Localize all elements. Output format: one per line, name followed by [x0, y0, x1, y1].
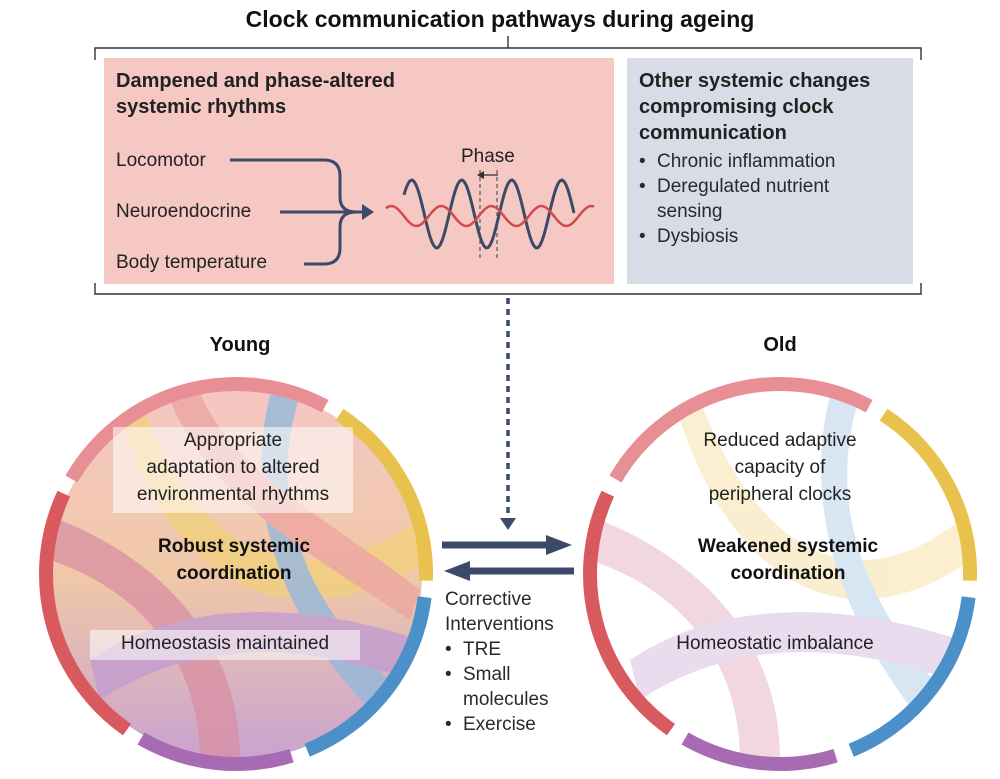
systemic-rhythms-panel: Dampened and phase-altered systemic rhyt…: [104, 58, 614, 284]
young-center-text: Robust systemic coordination: [157, 536, 311, 584]
top-bracket: [94, 36, 922, 60]
locomotor-line: [230, 158, 357, 214]
corrective-interventions: Corrective Interventions •TRE •Small mol…: [445, 589, 554, 735]
young-ribbon: [120, 400, 422, 600]
old-title: Old: [763, 334, 797, 356]
young-bottom-text: Homeostasis maintained: [90, 630, 360, 660]
list-item: •Exercise: [445, 714, 536, 735]
old-ribbon: [630, 612, 960, 700]
rhythm-diagram: [230, 158, 595, 266]
panel-heading: Other systemic changes compromising cloc…: [639, 70, 871, 144]
old-arc-yellow: [879, 408, 977, 581]
young-title: Young: [209, 334, 271, 356]
list-item-continued: sensing: [657, 201, 723, 222]
old-arc-purple: [681, 732, 838, 771]
old-arc-pink: [609, 377, 873, 483]
young-arc-yellow: [335, 408, 433, 581]
old-bottom-text: Homeostatic imbalance: [676, 633, 874, 654]
old-circle-fill: [594, 388, 966, 760]
phase-label: Phase: [461, 146, 515, 167]
arrow-old-to-young-head: [444, 561, 470, 581]
panel-heading: Dampened and phase-altered systemic rhyt…: [116, 70, 395, 118]
systemic-changes-panel: Other systemic changes compromising cloc…: [627, 58, 913, 284]
old-ribbon: [680, 400, 966, 600]
input-neuroendocrine: Neuroendocrine: [116, 201, 252, 222]
old-ribbon: [594, 520, 780, 760]
young-top-text: Appropriate adaptation to altered enviro…: [113, 427, 353, 513]
young-arc-pink: [65, 377, 329, 483]
old-arc-blue: [848, 596, 976, 757]
temperature-line: [304, 210, 366, 266]
old-center-text: Weakened systemic coordination: [697, 536, 879, 584]
figure-title: Clock communication pathways during agei…: [245, 6, 755, 32]
list-item: •Small: [445, 664, 511, 685]
arrow-young-to-old-head: [546, 535, 572, 555]
list-item: •TRE: [445, 639, 501, 660]
changes-list: •Chronic inflammation •Deregulated nutri…: [639, 149, 835, 249]
young-arc-blue: [304, 596, 432, 757]
bottom-bracket: [94, 283, 922, 295]
old-arc-red: [583, 490, 676, 736]
dark-wave: [402, 178, 576, 250]
list-item: •Dysbiosis: [639, 226, 739, 247]
young-arc-purple: [137, 732, 294, 771]
young-arc-red: [39, 490, 132, 736]
old-top-text: Reduced adaptive capacity of peripheral …: [703, 430, 857, 505]
red-wave: [385, 204, 595, 228]
input-body-temperature: Body temperature: [116, 252, 268, 273]
dashed-arrow-head: [500, 518, 516, 530]
list-item: •Deregulated nutrient: [639, 176, 830, 197]
list-item: •Chronic inflammation: [639, 151, 836, 172]
list-item-continued: molecules: [463, 689, 549, 710]
merge-arrow-head: [362, 204, 374, 220]
input-locomotor: Locomotor: [116, 150, 206, 171]
young-ribbon: [50, 520, 240, 760]
